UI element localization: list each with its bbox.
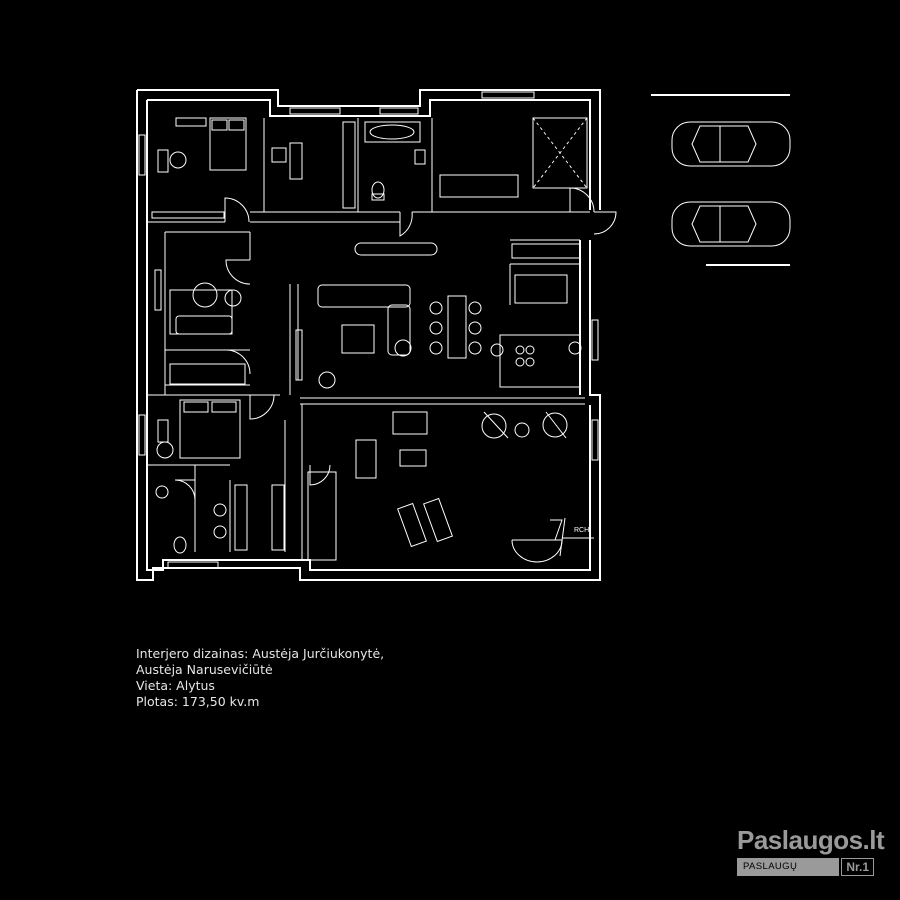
kitchen <box>500 244 581 387</box>
parking <box>651 95 790 265</box>
wardrobe <box>235 485 284 550</box>
caption-designers: Interjero dizainas: Austėja Jurčiukonytė… <box>136 646 385 661</box>
terrace <box>308 412 567 560</box>
studio-logo-label: RCH <box>574 527 590 534</box>
dining-area <box>430 296 503 358</box>
living-room <box>318 243 437 388</box>
caption-area: Plotas: 173,50 kv.m <box>136 694 260 709</box>
caption-location: Vieta: Alytus <box>136 678 215 693</box>
exterior-walls <box>137 90 600 580</box>
project-caption: Interjero dizainas: Austėja Jurčiukonytė… <box>136 646 384 710</box>
doors <box>175 188 616 500</box>
bathroom-2 <box>156 486 226 553</box>
bedroom-2 <box>170 283 245 384</box>
brand-badge: Nr.1 <box>841 858 874 876</box>
windows <box>139 92 598 568</box>
brand-watermark: Paslaugos.lt PASLAUGŲ PORTALAS Nr.1 <box>737 825 885 890</box>
studio-logo <box>512 518 594 562</box>
bathroom-1 <box>365 122 425 200</box>
car-icon <box>672 202 790 246</box>
caption-designers-cont: Austėja Narusevičiūtė <box>136 662 273 677</box>
brand-tagline: PASLAUGŲ PORTALAS <box>737 858 840 890</box>
interior-walls <box>147 118 590 560</box>
brand-sub: PASLAUGŲ PORTALAS Nr.1 <box>737 858 874 890</box>
garage-storage <box>440 118 587 197</box>
bedroom-1 <box>152 118 246 218</box>
office-room <box>272 122 355 208</box>
car-icon <box>672 122 790 166</box>
brand-name: Paslaugos.lt <box>737 825 885 855</box>
bedroom-3 <box>157 400 240 458</box>
